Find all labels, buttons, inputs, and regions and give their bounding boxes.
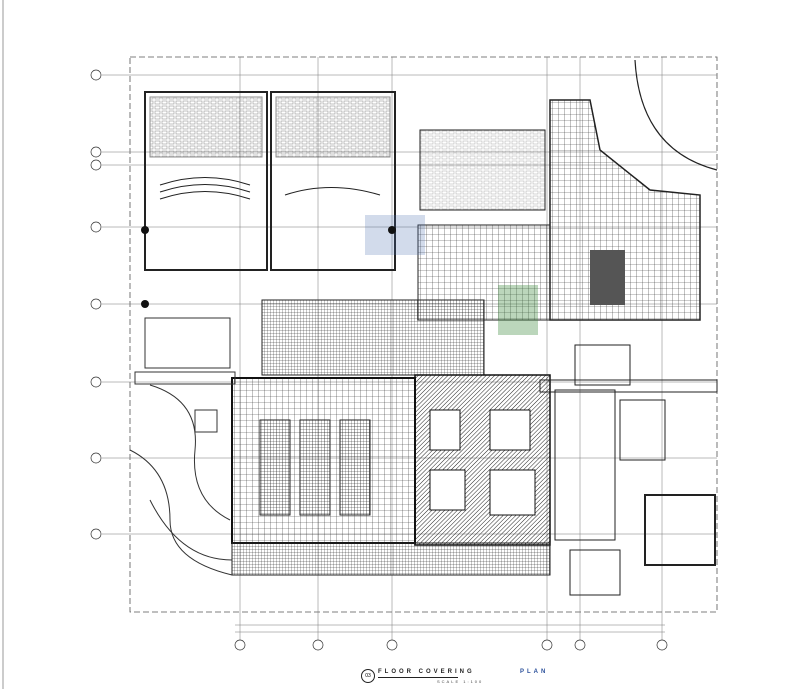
theatre-rooms — [144, 91, 396, 271]
scale-label: SCALE 1:100 — [437, 679, 484, 684]
title-underline — [378, 677, 458, 678]
drawing-title-suffix: PLAN — [520, 669, 549, 675]
drawing-number-bubble: 03 — [361, 669, 375, 683]
drawing-title: FLOOR COVERING — [378, 669, 475, 675]
drawing-border — [129, 56, 718, 613]
grid-bubbles — [90, 69, 668, 651]
